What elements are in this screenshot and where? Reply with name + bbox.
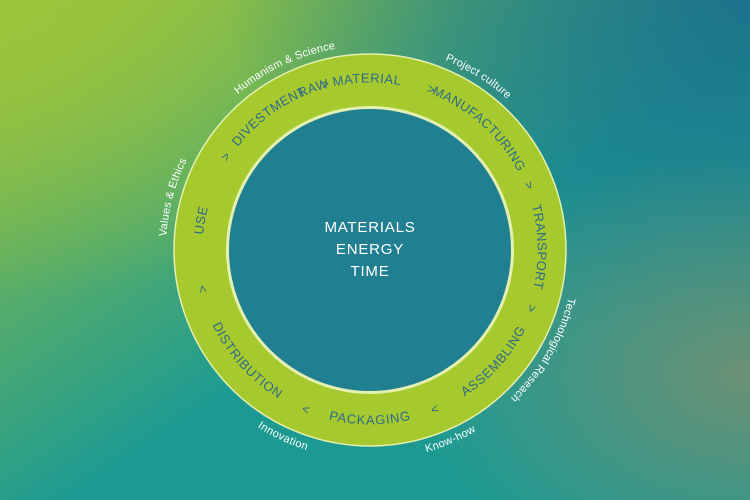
center-line-time: TIME [350,263,389,280]
core-circle [229,109,511,391]
stage-separator-7: > [320,75,332,92]
stage-transport: TRANSPORT [529,203,550,291]
center-line-energy: ENERGY [336,241,404,258]
center-line-materials: MATERIALS [324,219,415,236]
stage-use: USE [191,204,211,235]
stage-separator-5: > [194,283,210,294]
